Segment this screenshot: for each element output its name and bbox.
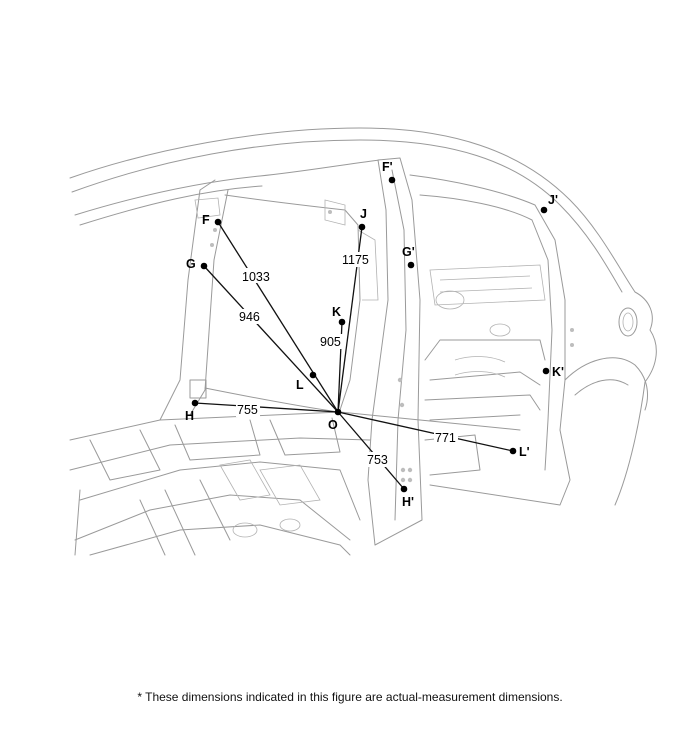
dimension-o-h2: 753 [367,453,388,467]
measure-line-o-f [217,221,339,413]
point-label-f2: F' [382,160,393,174]
footnote: * These dimensions indicated in this fig… [137,690,563,704]
point-label-g2: G' [402,245,415,259]
point-g2 [407,261,415,269]
point-g [200,262,208,270]
point-label-k2: K' [552,365,564,379]
point-o [334,408,342,416]
dimension-o-l2: 771 [435,431,456,445]
point-label-l2: L' [519,445,530,459]
dimension-o-g: 946 [239,310,260,324]
point-label-f: F [202,213,210,227]
measure-line-o-l2 [337,411,514,452]
point-j2 [540,206,548,214]
point-k [338,318,346,326]
point-labels: F G H J K L O F' G' H' J' K' L' [185,160,564,509]
point-k2 [542,367,550,375]
point-f [214,218,222,226]
measure-line-o-g [203,265,339,413]
car-body-dimension-diagram: 1033 946 755 1175 905 771 753 F G H J [69,127,657,556]
point-label-k: K [332,305,341,319]
point-label-j2: J' [548,193,558,207]
point-label-g: G [186,257,196,271]
measurement-lines [194,221,514,490]
dimension-values: 1033 946 755 1175 905 771 753 [236,252,458,467]
point-h [191,399,199,407]
point-h2 [400,485,408,493]
point-label-l: L [296,378,304,392]
dimension-o-f: 1033 [242,270,270,284]
dimension-o-h: 755 [237,403,258,417]
point-l [309,371,317,379]
point-f2 [388,176,396,184]
dimension-o-k: 905 [320,335,341,349]
point-label-h: H [185,409,194,423]
dimension-o-j: 1175 [342,253,369,267]
point-j [358,223,366,231]
car-body-side-structure [69,127,657,556]
measure-line-o-h [194,402,339,413]
point-label-o: O [328,418,338,432]
point-label-j: J [360,207,367,221]
point-label-h2: H' [402,495,414,509]
measure-line-o-h2 [337,411,405,490]
point-l2 [509,447,517,455]
measurement-points [191,176,550,493]
